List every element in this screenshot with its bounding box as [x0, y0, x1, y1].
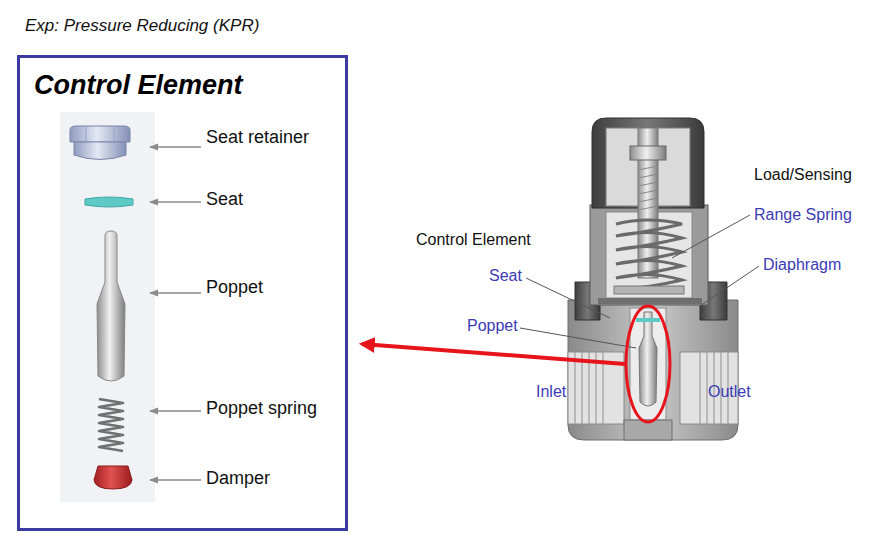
parts-ground: [60, 112, 155, 502]
callout-label: Diaphragm: [763, 256, 841, 274]
damper-part: [94, 466, 132, 489]
callout-label: Range Spring: [754, 206, 852, 224]
poppet-part: [97, 231, 125, 381]
panel-heading: Control Element: [34, 70, 243, 101]
part-leaders: [150, 147, 201, 480]
part-label: Seat retainer: [206, 127, 309, 148]
panel-box: Control Element: [17, 55, 348, 531]
port-label: Outlet: [708, 383, 751, 401]
seat-retainer-part: [70, 126, 130, 160]
part-label: Seat: [206, 189, 243, 210]
part-label: Poppet: [206, 277, 263, 298]
pointer-arrow: [362, 344, 625, 364]
port-label: Inlet: [536, 383, 566, 401]
highlight-ellipse: [626, 306, 670, 422]
section-label: Load/Sensing: [754, 166, 852, 184]
page-title: Exp: Pressure Reducing (KPR): [25, 16, 259, 36]
part-label: Damper: [206, 468, 270, 489]
callout-label: Seat: [489, 267, 522, 285]
section-label: Control Element: [416, 231, 531, 249]
seat-part: [85, 197, 133, 207]
callout-leaders: [520, 215, 759, 348]
part-label: Poppet spring: [206, 398, 317, 419]
callout-label: Poppet: [467, 317, 518, 335]
poppet-spring-part: [99, 399, 123, 451]
